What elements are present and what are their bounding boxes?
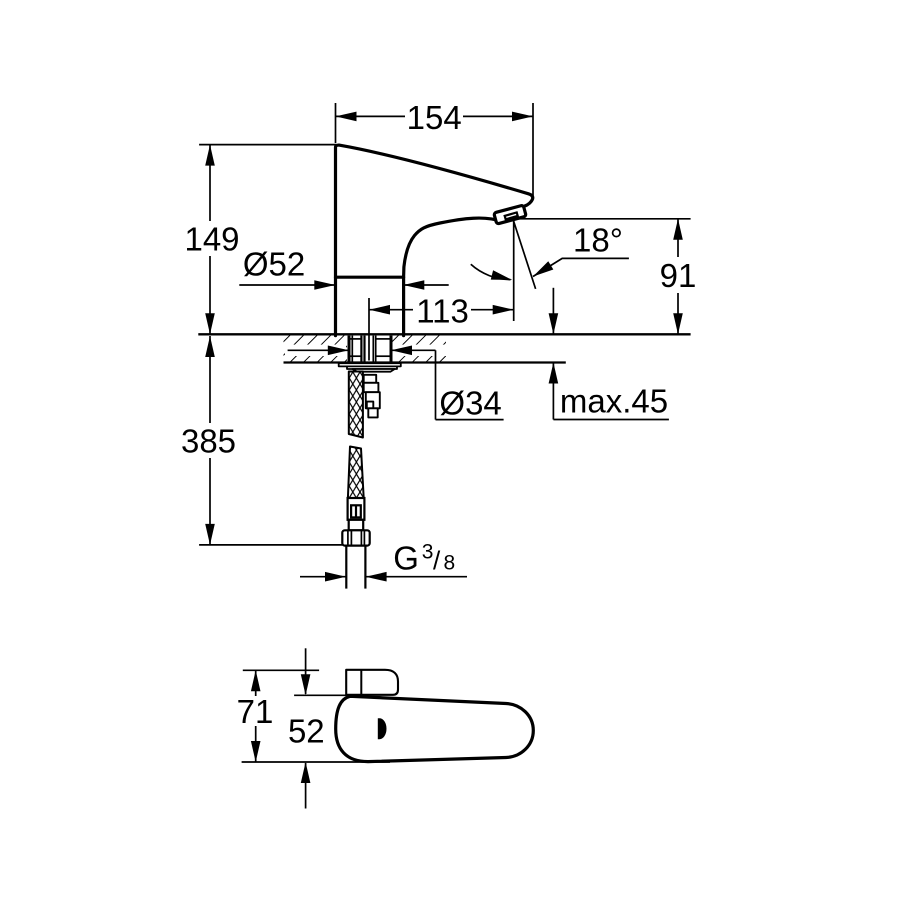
svg-text:/: / (433, 545, 441, 575)
svg-text:3: 3 (422, 541, 434, 564)
svg-text:max.45: max.45 (560, 383, 668, 420)
svg-text:G: G (393, 539, 419, 576)
svg-text:18°: 18° (573, 221, 623, 258)
svg-text:Ø52: Ø52 (243, 246, 305, 283)
svg-text:52: 52 (288, 712, 325, 749)
svg-text:113: 113 (416, 293, 469, 330)
svg-text:149: 149 (184, 220, 239, 257)
svg-text:154: 154 (407, 99, 462, 136)
svg-text:385: 385 (181, 423, 236, 460)
svg-text:71: 71 (237, 693, 274, 730)
svg-text:91: 91 (660, 257, 697, 294)
svg-text:8: 8 (444, 551, 456, 574)
svg-text:Ø34: Ø34 (439, 384, 501, 421)
